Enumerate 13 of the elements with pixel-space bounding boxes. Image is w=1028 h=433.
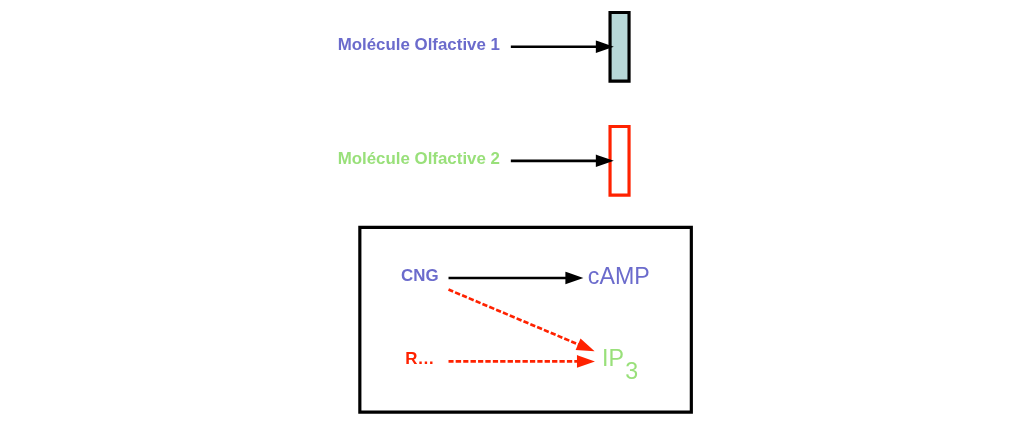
arrow bbox=[510, 40, 614, 54]
node-text: CNG bbox=[400, 265, 439, 285]
arrow bbox=[447, 288, 595, 352]
node-text: cAMP bbox=[587, 262, 650, 289]
cluster bbox=[357, 225, 693, 414]
arrow bbox=[510, 154, 614, 168]
node-text: Molécule Olfactive 1 bbox=[337, 34, 500, 54]
arrow bbox=[448, 271, 583, 285]
node-text: Molécule Olfactive 2 bbox=[337, 148, 500, 168]
arrow bbox=[448, 355, 595, 368]
node-box bbox=[607, 10, 631, 83]
node-text: R… bbox=[404, 349, 434, 369]
node-box bbox=[607, 124, 631, 197]
